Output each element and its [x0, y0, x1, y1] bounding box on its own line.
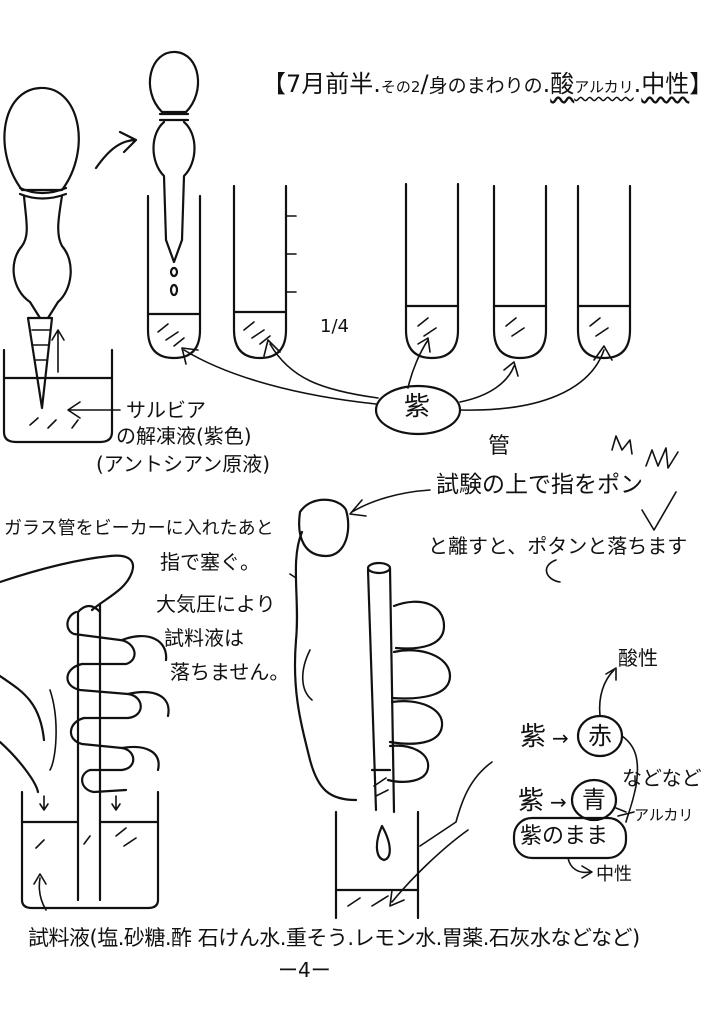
test-tube-5	[576, 184, 632, 360]
beaker-left	[2, 348, 114, 444]
purple-center-label: 紫	[404, 392, 431, 422]
quarter-mark: 1/4	[320, 316, 349, 337]
etc-label: などなど	[622, 766, 702, 790]
title-close: 】	[689, 70, 712, 98]
pop-mark-1	[611, 435, 633, 455]
row1-to: 赤	[588, 722, 612, 750]
title-part3: 身のまわりの	[428, 75, 543, 97]
test-tube-2	[232, 184, 297, 360]
dropper-top	[148, 50, 200, 297]
test-tube-1	[146, 194, 202, 360]
title-acid: 酸	[550, 70, 575, 98]
tube-word: 管	[488, 434, 511, 459]
title-sep2: .	[542, 70, 551, 98]
test-tube-3	[404, 182, 460, 360]
move-arrow	[94, 130, 138, 170]
sample-list: 試料液(塩.砂糖.酢 石けん水.重そう.レモン水.胃薬.石灰水などなど)	[28, 926, 640, 950]
stays-purple-box	[512, 816, 628, 860]
salvia-line-2: の解凍液(紫色)	[116, 424, 252, 448]
arrow-to-tube-2	[263, 339, 379, 399]
glass-tube-left	[76, 602, 102, 902]
title-open: 【	[262, 70, 286, 98]
neutral-label: 中性	[596, 864, 632, 885]
arrow-to-tube-1	[181, 347, 377, 405]
row2-to: 青	[582, 786, 606, 814]
dropper-bulb	[3, 86, 80, 192]
alkali-label: アルカリ	[634, 806, 694, 824]
pop-mark-3	[641, 491, 677, 531]
glass-tube-right	[366, 561, 396, 862]
hand-right	[289, 498, 452, 802]
row3-stays-purple: 紫のまま	[520, 824, 609, 849]
sample-arrow-left	[33, 873, 47, 911]
glass-note-line-1: ガラス管をビーカーに入れたあと	[4, 518, 274, 539]
acid-label: 酸性	[618, 646, 658, 670]
pressure-arrow	[51, 329, 65, 373]
falling-drop	[375, 824, 391, 862]
hand-left	[0, 554, 170, 794]
row1-arrow: →	[552, 726, 569, 750]
test-tube-4	[492, 184, 548, 360]
salvia-line-3: (アントシアン原液)	[96, 452, 271, 476]
tube-note-line-2: と離すと、ポタンと落ちます	[428, 534, 688, 558]
glass-note-line-4: 試料液は	[164, 626, 244, 650]
arrow-to-tube-4	[459, 361, 519, 403]
test-tube-bottom	[334, 810, 420, 920]
title-alkali: アルカリ	[574, 78, 634, 96]
beaker-bottom-left	[20, 790, 160, 910]
tube-note-line-1: 試験の上で指をポン	[436, 472, 643, 498]
blue-circle	[570, 778, 618, 822]
dropper-neck	[12, 194, 72, 320]
arrow-to-tube-5	[459, 345, 613, 411]
row2-from: 紫	[518, 786, 545, 816]
title-neutral: 中性	[641, 70, 690, 98]
note-arrow	[349, 489, 431, 517]
title-slash: /	[420, 70, 429, 98]
title-sep1: .	[373, 70, 381, 98]
page-title: 【7月前半.その2/身のまわりの.酸アルカリ.中性】	[262, 72, 712, 96]
salvia-line-1: サルビア	[126, 398, 206, 422]
title-sep3: .	[633, 70, 642, 98]
dropper-in-beaker	[2, 86, 114, 444]
glass-note-line-3: 大気圧により	[156, 592, 276, 616]
color-change-diagram	[419, 667, 639, 879]
title-part2: その2	[380, 78, 421, 96]
dropper-tip	[26, 316, 54, 410]
drop-mark	[545, 559, 561, 583]
title-part1: 7月前半	[286, 70, 374, 98]
page-number: ー4ー	[278, 958, 331, 982]
sample-arrow-right	[389, 829, 469, 907]
pop-mark-2	[645, 447, 679, 469]
arrow-to-tube-3	[407, 337, 431, 389]
row2-arrow: →	[550, 790, 567, 814]
row1-from: 紫	[520, 722, 547, 752]
salvia-arrow	[67, 401, 121, 419]
glass-note-line-5: 落ちません。	[170, 660, 290, 684]
glass-note-line-2: 指で塞ぐ。	[160, 550, 260, 574]
